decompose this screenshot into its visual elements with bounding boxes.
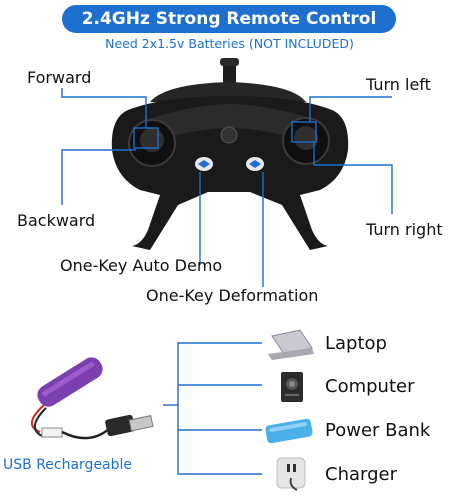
laptop-label: Laptop — [325, 333, 387, 354]
laptop-icon — [268, 329, 314, 360]
deformation-label: One-Key Deformation — [146, 286, 319, 305]
turn-left-label: Turn left — [366, 75, 431, 94]
callout-lines — [61, 88, 393, 287]
battery-note: Need 2x1.5v Batteries (NOT INCLUDED) — [105, 36, 354, 51]
title-banner: 2.4GHz Strong Remote Control — [62, 5, 396, 33]
usb-rechargeable-label: USB Rechargeable — [3, 457, 133, 473]
power-bank-label: Power Bank — [325, 420, 431, 441]
charging-bracket — [163, 342, 262, 475]
computer-icon — [281, 372, 303, 402]
battery-icon — [31, 357, 103, 438]
turn-right-label: Turn right — [366, 220, 443, 239]
charger-icon — [276, 457, 306, 491]
backward-label: Backward — [17, 211, 96, 230]
power-bank-icon — [265, 418, 313, 444]
forward-label: Forward — [27, 68, 92, 87]
remote-controller — [111, 58, 349, 250]
auto-demo-label: One-Key Auto Demo — [60, 256, 223, 275]
usb-cable-icon — [61, 414, 154, 440]
computer-label: Computer — [325, 376, 415, 397]
charger-label: Charger — [325, 464, 397, 485]
